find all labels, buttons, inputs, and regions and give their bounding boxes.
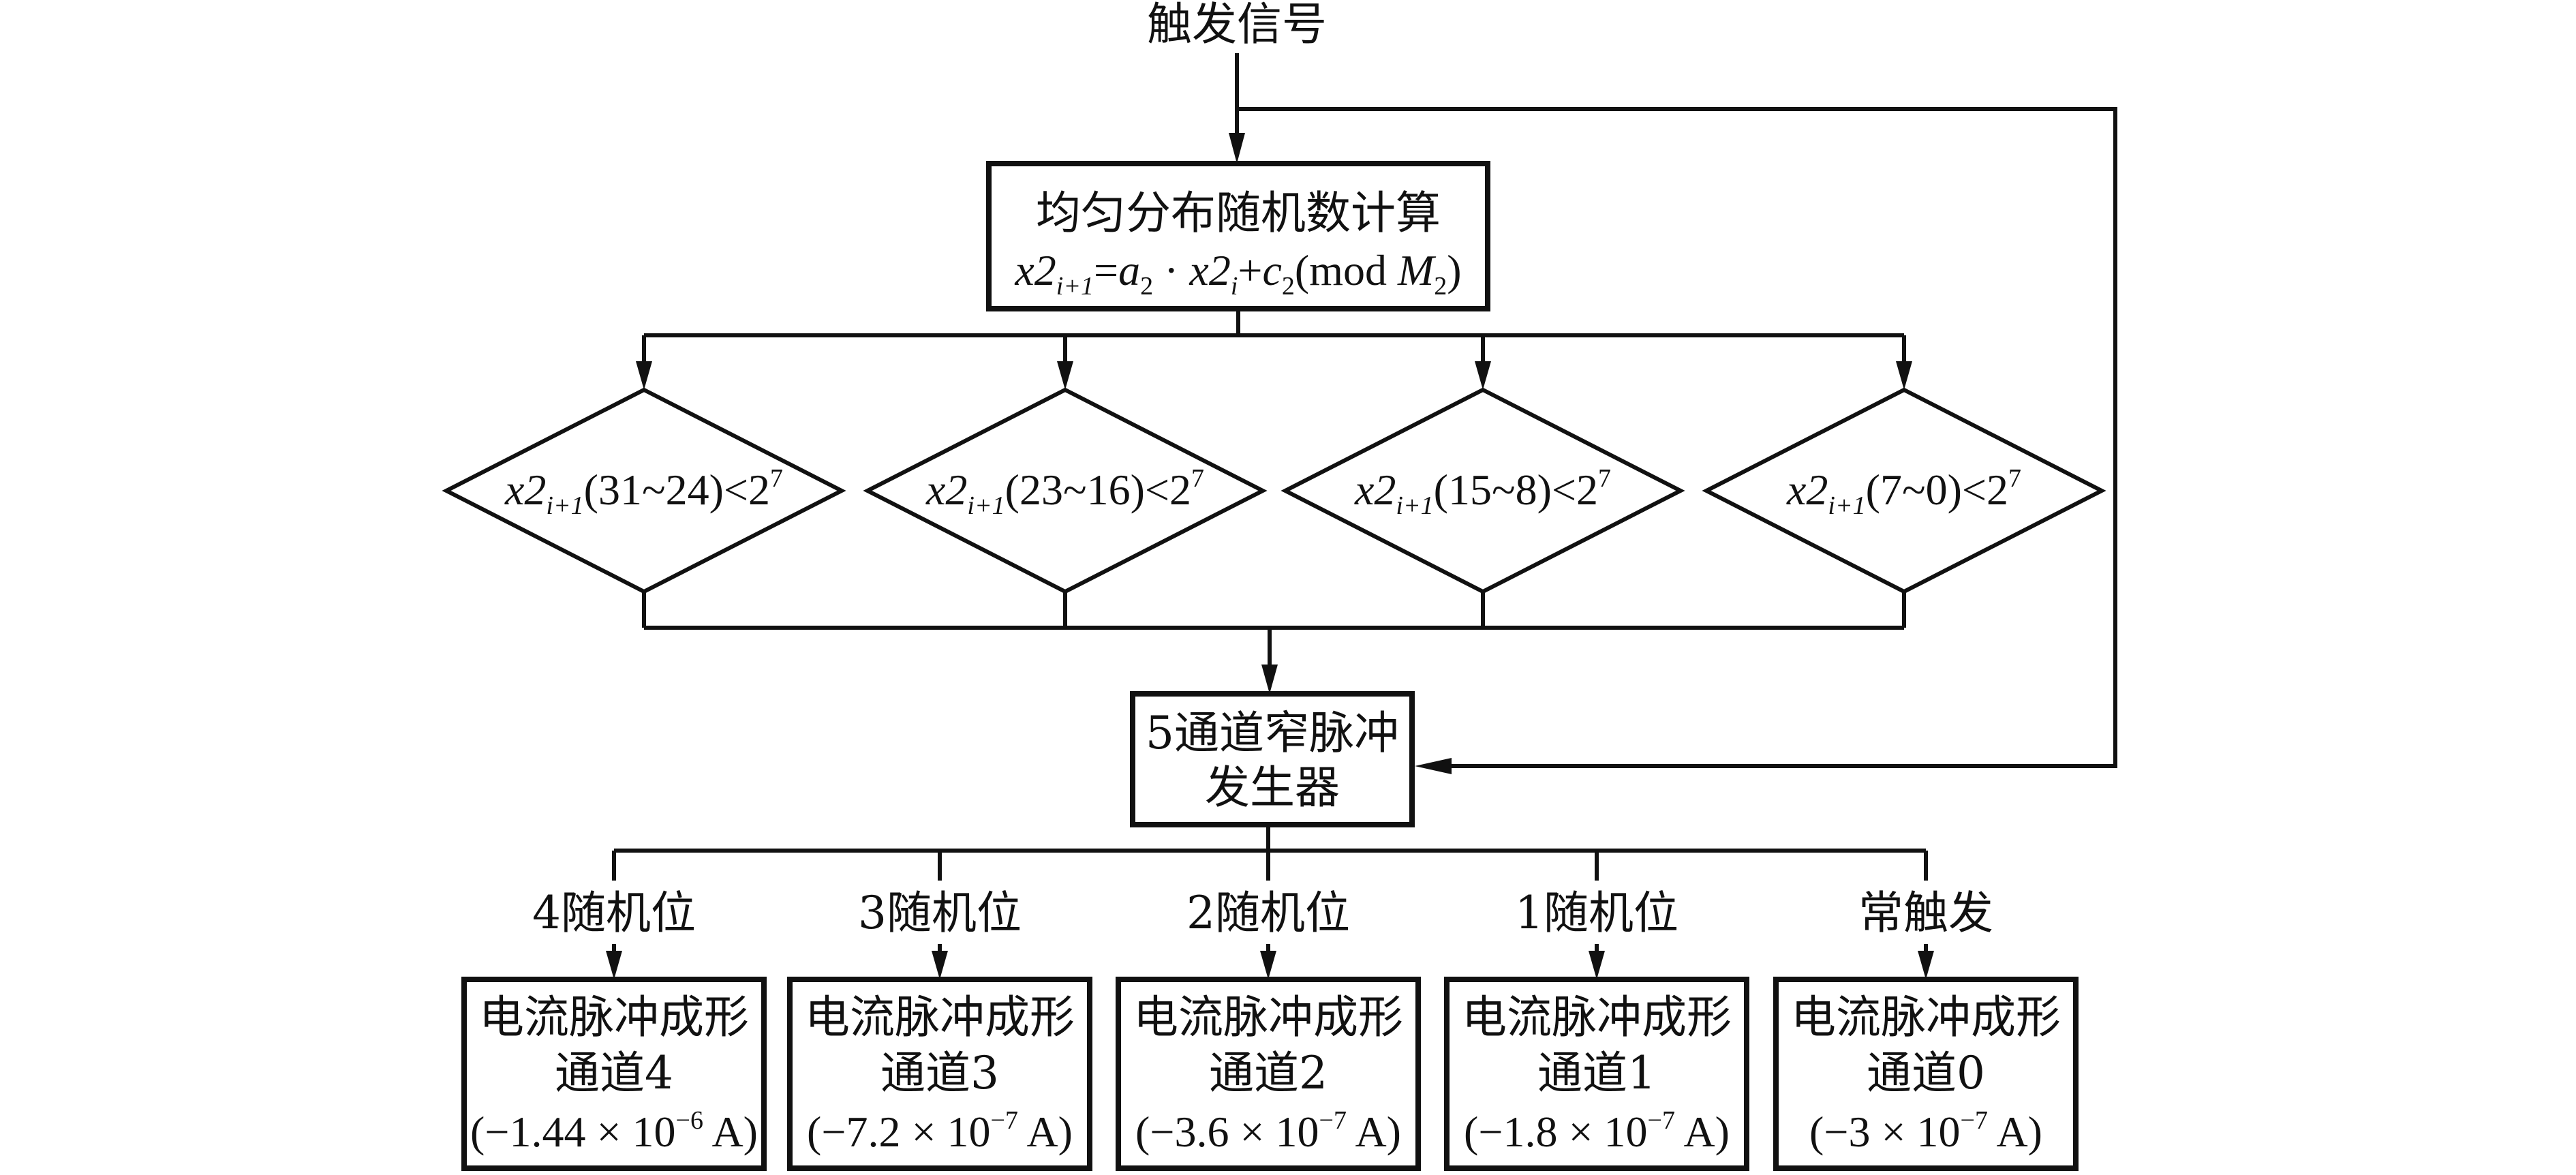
- channel-current: (−3.6 × 10−7 A): [1135, 1106, 1401, 1156]
- condition-text: x2i+1(31~24)<27: [504, 464, 783, 520]
- branch-label: 1随机位: [1515, 887, 1678, 939]
- channel-name: 通道0: [1867, 1047, 1985, 1099]
- branch-arrowhead: [1260, 951, 1276, 979]
- channel-box: [787, 977, 1092, 1171]
- branch-label: 常触发: [1858, 887, 1993, 939]
- channel-current: (−7.2 × 10−7 A): [807, 1106, 1073, 1156]
- channel-title: 电流脉冲成形: [1133, 991, 1403, 1043]
- channel-name: 通道1: [1537, 1047, 1656, 1099]
- join-arrowhead: [1261, 665, 1278, 694]
- channel-box: [1116, 977, 1421, 1171]
- channel-title: 电流脉冲成形: [1462, 991, 1732, 1043]
- branch-label: 2随机位: [1186, 887, 1350, 939]
- channel-name: 通道3: [880, 1047, 999, 1099]
- feedback-arrowhead: [1415, 758, 1452, 774]
- pulse-generator-box: [1130, 691, 1415, 827]
- branch-label: 3随机位: [858, 887, 1022, 939]
- channel-name: 通道2: [1209, 1047, 1328, 1099]
- branch-label: 4随机位: [532, 887, 696, 939]
- condition-text: x2i+1(23~16)<27: [925, 464, 1204, 520]
- condition-text: x2i+1(7~0)<27: [1786, 464, 2021, 520]
- branch-arrowhead: [1589, 951, 1605, 979]
- random-box-title: 均匀分布随机数计算: [1036, 187, 1441, 239]
- channel-current: (−1.8 × 10−7 A): [1464, 1106, 1730, 1156]
- channel-current: (−3 × 10−7 A): [1809, 1106, 2042, 1156]
- channel-title: 电流脉冲成形: [1791, 991, 2061, 1043]
- trigger-signal-label: 触发信号: [1147, 0, 1327, 50]
- channel-title: 电流脉冲成形: [479, 991, 749, 1043]
- branch-arrowhead: [1918, 951, 1934, 979]
- diamond-arrowhead: [1896, 361, 1912, 390]
- feedback-line: [1237, 107, 2117, 768]
- channel-box: [1773, 977, 2079, 1171]
- channel-title: 电流脉冲成形: [805, 991, 1075, 1043]
- branch-arrowhead: [606, 951, 622, 979]
- diamond-arrowhead: [636, 361, 652, 390]
- diamond-arrowhead: [1475, 361, 1491, 390]
- branch-arrowhead: [932, 951, 948, 979]
- random-box-formula: x2i+1=a2 · x2i+c2(mod M2): [1014, 246, 1461, 301]
- channel-name: 通道4: [555, 1047, 673, 1099]
- channel-current: (−1.44 × 10−6 A): [470, 1106, 758, 1156]
- channel-box: [461, 977, 767, 1171]
- random-number-box: [986, 161, 1490, 311]
- diamond-arrowhead: [1057, 361, 1073, 390]
- condition-text: x2i+1(15~8)<27: [1354, 464, 1611, 520]
- pulse-generator-line2: 发生器: [1205, 761, 1340, 814]
- pulse-generator-line1: 5通道窄脉冲: [1146, 707, 1399, 759]
- trigger-arrowhead: [1229, 133, 1245, 164]
- channel-box: [1444, 977, 1749, 1171]
